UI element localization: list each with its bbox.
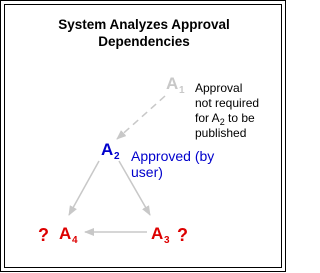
node-a4: A 4 (59, 224, 78, 246)
diagram-title-line1: System Analyzes Approval (58, 17, 230, 32)
a1-note: Approval not required for A2 to be publi… (195, 81, 259, 140)
node-a3-subscript: 3 (164, 235, 170, 246)
diagram-frame: System Analyzes Approval Dependencies A … (0, 0, 286, 272)
a3-unknown-marker: ? (177, 225, 188, 245)
node-a4-subscript: 4 (72, 235, 78, 246)
a2-note-line1: Approved (by (131, 148, 214, 164)
a1-note-line4: published (195, 126, 246, 140)
a1-note-line3-suffix: to be (225, 111, 255, 125)
node-a1-subscript: 1 (179, 85, 185, 96)
node-a2: A 2 (101, 140, 120, 162)
edge-a1-to-a2 (116, 95, 166, 140)
a1-note-line3: for A2 to be (195, 111, 255, 127)
node-a4-letter: A (59, 224, 71, 243)
node-a3-letter: A (151, 224, 163, 243)
diagram-inner-border (4, 4, 282, 268)
a2-note: Approved (by user) (131, 148, 214, 180)
a4-unknown-marker: ? (38, 225, 49, 245)
node-a1-letter: A (166, 74, 178, 93)
approval-dependency-diagram: System Analyzes Approval Dependencies A … (38, 17, 259, 246)
edge-a2-to-a4 (68, 160, 100, 216)
a1-note-line1: Approval (195, 81, 242, 95)
diagram-title-line2: Dependencies (98, 34, 190, 49)
node-a2-letter: A (101, 140, 113, 159)
a1-note-line2: not required (195, 96, 259, 110)
a1-note-line3-prefix: for A (195, 111, 220, 125)
node-a3: A 3 (151, 224, 170, 246)
a2-note-line2: user) (131, 164, 163, 180)
a1-note-line3-subscript: 2 (220, 117, 225, 127)
node-a1: A 1 (166, 74, 185, 96)
node-a2-subscript: 2 (114, 151, 120, 162)
edge-a2-to-a3 (118, 160, 151, 216)
